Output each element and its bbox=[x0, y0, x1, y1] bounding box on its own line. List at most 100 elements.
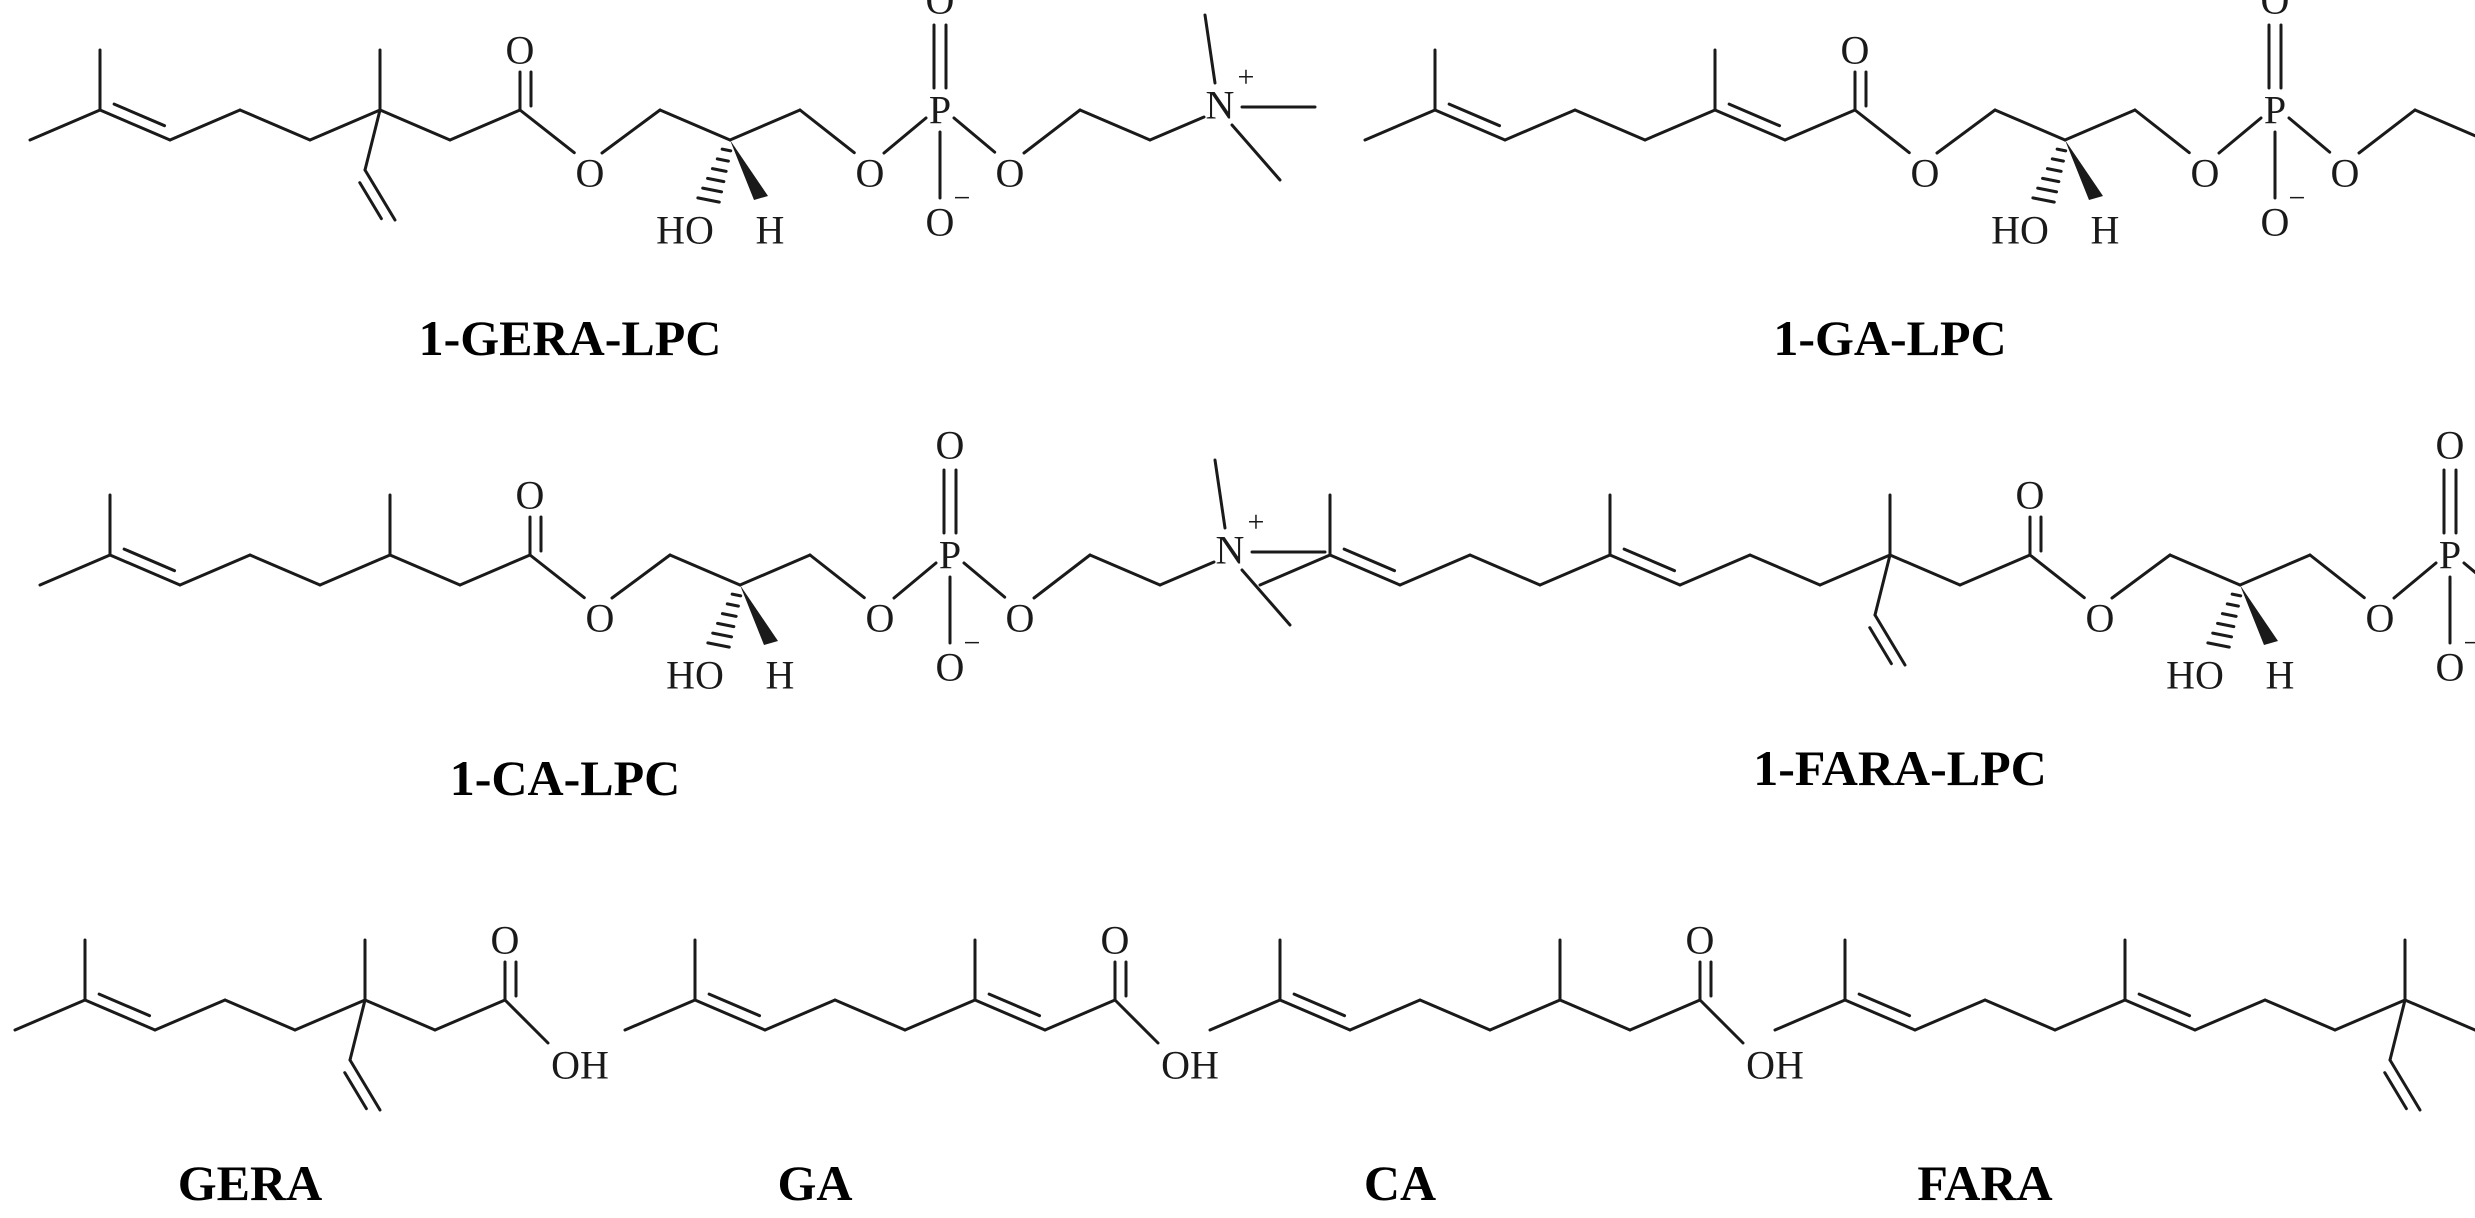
caption-ca: CA bbox=[1364, 1155, 1436, 1211]
bond bbox=[1713, 108, 1787, 142]
bond bbox=[293, 998, 367, 1032]
hashed-bond bbox=[716, 621, 736, 629]
choline-oxygen-label: O bbox=[1006, 596, 1035, 641]
hashed-bond bbox=[710, 167, 728, 173]
bond bbox=[2063, 108, 2137, 142]
caption-1-gera-lpc: 1-GERA-LPC bbox=[419, 310, 722, 366]
carbonyl-oxygen-label: O bbox=[1101, 918, 1130, 963]
caption-1-ga-lpc: 1-GA-LPC bbox=[1773, 310, 2006, 366]
bond bbox=[1983, 998, 2057, 1032]
double-bond bbox=[1857, 992, 1912, 1018]
caption-1-ca-lpc: 1-CA-LPC bbox=[450, 750, 681, 806]
molecule-ca: O OH bbox=[1208, 918, 1804, 1088]
phosphate-anion-oxygen-label: O bbox=[936, 645, 965, 690]
phosphate-oxygen-label: O bbox=[856, 151, 885, 196]
phosphoryl-oxygen-label: O bbox=[2261, 0, 2290, 23]
bond bbox=[1328, 553, 1402, 587]
hashed-bond bbox=[2211, 631, 2234, 639]
bond bbox=[153, 998, 227, 1032]
bond bbox=[2238, 553, 2312, 587]
ester-oxygen-label: O bbox=[586, 596, 615, 641]
phosphate-oxygen-label: O bbox=[2191, 151, 2220, 196]
bond bbox=[1993, 108, 2067, 142]
hashed-bond bbox=[2036, 186, 2059, 194]
phosphoryl-oxygen-label: O bbox=[2436, 423, 2465, 468]
phosphate-anion-oxygen-label: O bbox=[2261, 200, 2290, 245]
carbonyl-oxygen-label: O bbox=[491, 918, 520, 963]
phosphoryl-oxygen-label: O bbox=[936, 423, 965, 468]
double-bond bbox=[1342, 547, 1397, 573]
minus-charge-label: − bbox=[954, 182, 971, 215]
bond bbox=[1043, 998, 1117, 1032]
bond bbox=[1573, 108, 1647, 142]
hydroxyl-label: HO bbox=[2166, 653, 2224, 698]
bond bbox=[1148, 115, 1206, 142]
methyl-bond bbox=[1203, 13, 1217, 85]
hashed-bond bbox=[725, 602, 740, 608]
bond bbox=[1208, 998, 1282, 1032]
hashed-bond bbox=[2206, 641, 2231, 649]
hydrogen-label: H bbox=[756, 208, 785, 253]
hydroxyl-label: HO bbox=[656, 208, 714, 253]
bond bbox=[433, 998, 507, 1032]
bond bbox=[238, 108, 312, 142]
bond bbox=[2028, 553, 2086, 600]
carbonyl-oxygen-label: O bbox=[1686, 918, 1715, 963]
bond bbox=[1873, 613, 1907, 667]
phosphate-anion-oxygen-label: O bbox=[2436, 645, 2465, 690]
ester-oxygen-label: O bbox=[576, 151, 605, 196]
carbonyl-oxygen-label: O bbox=[516, 473, 545, 518]
bond bbox=[2403, 998, 2475, 1032]
bond bbox=[1278, 998, 1352, 1032]
bond bbox=[2413, 108, 2475, 138]
bond bbox=[2287, 116, 2332, 154]
bond bbox=[1078, 108, 1152, 142]
molecule-fara: OOH bbox=[1773, 938, 2475, 1112]
methyl-bond bbox=[1213, 458, 1227, 530]
nitrogen-label: N bbox=[1206, 83, 1235, 128]
wedge-bond bbox=[2065, 140, 2103, 200]
hashed-bond bbox=[730, 592, 743, 598]
double-bond bbox=[358, 181, 383, 221]
double-bond bbox=[707, 992, 762, 1018]
double-bond bbox=[1622, 547, 1677, 573]
bond bbox=[798, 108, 856, 155]
bond bbox=[348, 1058, 382, 1112]
acid-hydroxyl-label: OH bbox=[1746, 1043, 1804, 1088]
wedge-bond bbox=[2240, 585, 2278, 645]
bond bbox=[2133, 108, 2191, 155]
methyl-bond bbox=[1240, 568, 1292, 627]
bond bbox=[1503, 108, 1577, 142]
bond bbox=[1113, 998, 1160, 1045]
bond bbox=[1678, 553, 1752, 587]
bond bbox=[1558, 998, 1632, 1032]
bond bbox=[1258, 553, 1332, 587]
bond bbox=[1608, 553, 1682, 587]
bond bbox=[1888, 553, 1962, 587]
hashed-bond bbox=[715, 157, 730, 163]
hashed-bond bbox=[720, 612, 738, 618]
phosphate-oxygen-label: O bbox=[866, 596, 895, 641]
bond bbox=[1022, 108, 1082, 155]
double-bond bbox=[112, 102, 167, 128]
nitrogen-label: N bbox=[1216, 528, 1245, 573]
phosphate-oxygen-label: O bbox=[2366, 596, 2395, 641]
vinyl-bond bbox=[1873, 553, 1892, 617]
bond bbox=[1773, 998, 1847, 1032]
phosphorus-label: P bbox=[929, 88, 951, 133]
bond bbox=[1538, 553, 1612, 587]
hashed-bond bbox=[701, 186, 724, 194]
caption-ga: GA bbox=[778, 1155, 853, 1211]
bond bbox=[2462, 561, 2475, 575]
carbonyl-oxygen-label: O bbox=[506, 28, 535, 73]
bond bbox=[1748, 553, 1822, 587]
bond bbox=[1348, 998, 1422, 1032]
phosphorus-label: P bbox=[939, 533, 961, 578]
hydrogen-label: H bbox=[766, 653, 795, 698]
bond bbox=[1468, 553, 1542, 587]
